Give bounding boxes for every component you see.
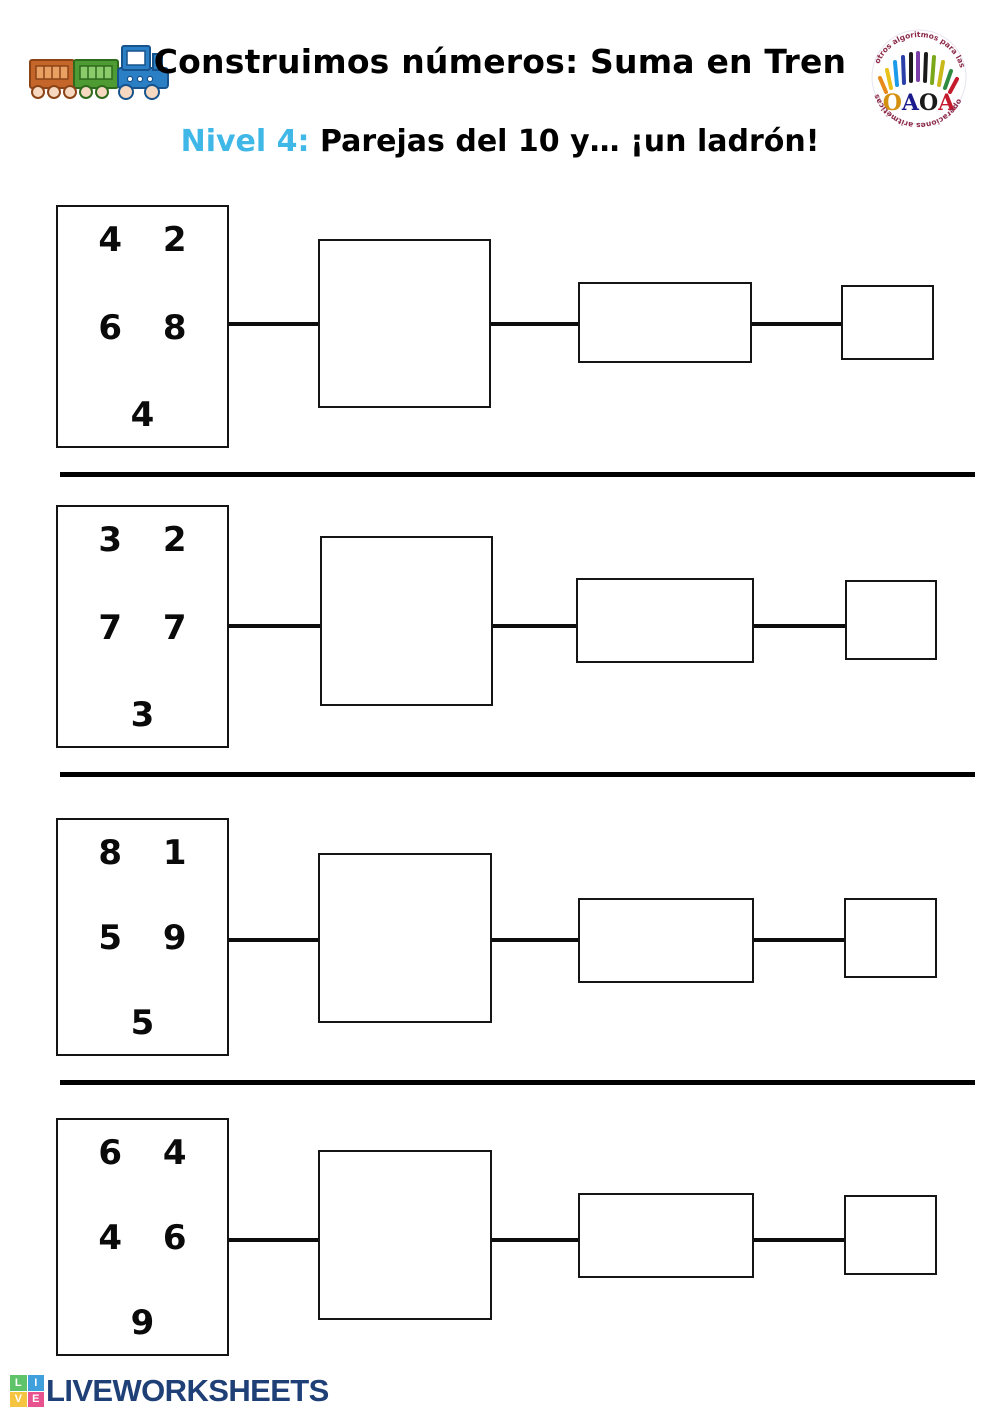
number-cell: 3 — [130, 695, 155, 735]
number-line-top: 3 2 — [78, 523, 207, 557]
number-box-1: 4 2 6 8 4 — [56, 205, 229, 448]
connector-line — [754, 1238, 845, 1242]
mark-letter-i: I — [27, 1375, 44, 1391]
connector-line — [492, 1238, 580, 1242]
number-box-4: 6 4 4 6 9 — [56, 1118, 229, 1356]
answer-box-3-3[interactable] — [844, 898, 937, 978]
connector-line — [229, 624, 321, 628]
page-subtitle: Nivel 4: Parejas del 10 y… ¡un ladrón! — [0, 124, 1000, 159]
connector-line — [492, 938, 580, 942]
number-cell: 4 — [162, 1133, 187, 1173]
number-box-2: 3 2 7 7 3 — [56, 505, 229, 748]
number-cell: 3 — [98, 520, 123, 560]
number-line-bottom: 3 — [78, 698, 207, 732]
worksheet-header: OAOA otros algoritmos para las operacion… — [0, 0, 1000, 185]
number-cell: 7 — [162, 607, 187, 648]
connector-line — [493, 624, 578, 628]
mark-letter-l: L — [10, 1375, 27, 1391]
number-cell: 8 — [98, 833, 123, 873]
number-box-3: 8 1 5 9 5 — [56, 818, 229, 1056]
answer-box-4-1[interactable] — [318, 1150, 492, 1320]
number-line-middle: 4 6 — [78, 1221, 207, 1255]
number-line-middle: 5 9 — [78, 921, 207, 955]
number-line-top: 8 1 — [78, 836, 207, 870]
number-cell: 9 — [162, 918, 187, 958]
train-icon — [29, 45, 169, 100]
page-title: Construimos números: Suma en Tren — [153, 42, 847, 81]
number-line-middle: 7 7 — [78, 611, 207, 645]
number-cell: 6 — [162, 1218, 187, 1258]
number-cell: 6 — [98, 1133, 123, 1173]
answer-box-3-2[interactable] — [578, 898, 754, 983]
answer-box-1-1[interactable] — [318, 239, 491, 408]
number-cell: 5 — [130, 1003, 155, 1043]
answer-box-2-1[interactable] — [320, 536, 493, 706]
liveworksheets-mark-icon: L I V E — [10, 1375, 44, 1407]
number-cell: 7 — [98, 607, 123, 648]
liveworksheets-footer[interactable]: L I V E LIVEWORKSHEETS — [10, 1371, 329, 1411]
row-separator — [60, 1080, 975, 1085]
number-line-bottom: 5 — [78, 1006, 207, 1040]
number-cell: 6 — [98, 307, 123, 348]
answer-box-4-3[interactable] — [844, 1195, 937, 1275]
number-line-middle: 6 8 — [78, 311, 207, 345]
number-cell: 5 — [98, 918, 123, 958]
number-cell: 1 — [162, 833, 187, 873]
subtitle-rest: Parejas del 10 y… ¡un ladrón! — [309, 124, 820, 159]
svg-text:OAOA: OAOA — [883, 90, 956, 116]
number-line-bottom: 9 — [78, 1306, 207, 1340]
number-line-top: 6 4 — [78, 1136, 207, 1170]
answer-box-1-3[interactable] — [841, 285, 934, 360]
connector-line — [754, 624, 846, 628]
mark-letter-e: E — [27, 1391, 44, 1407]
number-cell: 9 — [130, 1303, 155, 1343]
connector-line — [491, 322, 579, 326]
connector-line — [229, 1238, 319, 1242]
number-cell: 2 — [162, 220, 187, 260]
number-line-bottom: 4 — [78, 398, 207, 432]
answer-box-1-2[interactable] — [578, 282, 752, 363]
connector-line — [754, 938, 845, 942]
number-cell: 4 — [98, 1218, 123, 1258]
liveworksheets-brand: LIVEWORKSHEETS — [46, 1373, 329, 1408]
answer-box-2-3[interactable] — [845, 580, 937, 660]
answer-box-3-1[interactable] — [318, 853, 492, 1023]
number-line-top: 4 2 — [78, 223, 207, 257]
connector-line — [229, 938, 319, 942]
oaoa-logo: OAOA otros algoritmos para las operacion… — [858, 18, 980, 136]
number-cell: 2 — [162, 520, 187, 560]
row-separator — [60, 472, 975, 477]
answer-box-2-2[interactable] — [576, 578, 754, 663]
number-cell: 4 — [130, 395, 155, 435]
level-label: Nivel 4: — [180, 124, 310, 159]
mark-letter-v: V — [10, 1391, 27, 1407]
number-cell: 8 — [162, 307, 187, 348]
connector-line — [229, 322, 319, 326]
number-cell: 4 — [98, 220, 123, 260]
row-separator — [60, 772, 975, 777]
answer-box-4-2[interactable] — [578, 1193, 754, 1278]
connector-line — [752, 322, 842, 326]
